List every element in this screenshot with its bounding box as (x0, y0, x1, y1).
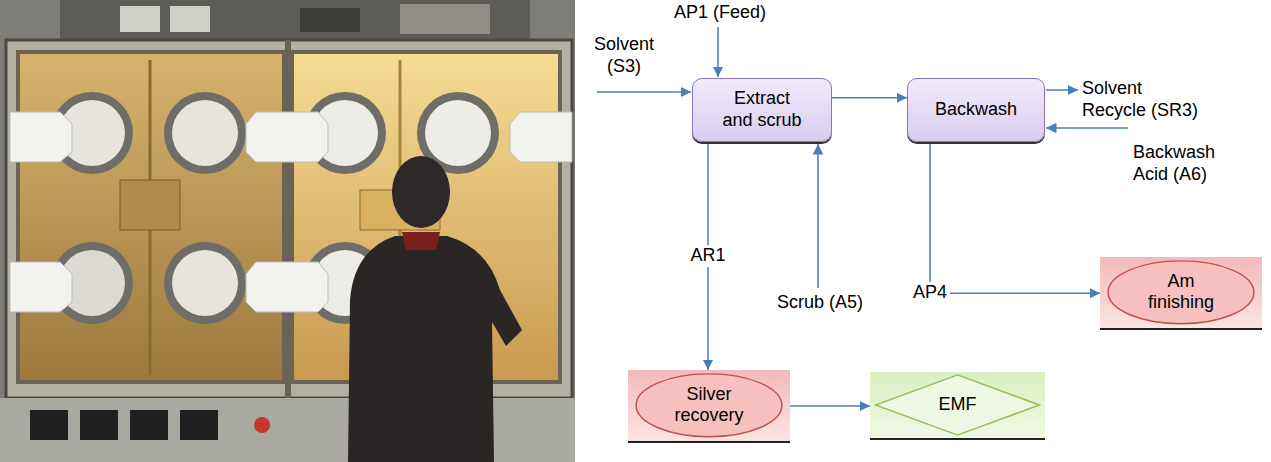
stream-label: Backwash Acid (A6) (1133, 142, 1225, 185)
node-label: Extract and scrub (720, 88, 805, 131)
port-cover (10, 112, 72, 162)
person-head (392, 156, 450, 228)
glove (425, 100, 491, 166)
process-ellipse: Silver recovery (628, 370, 790, 443)
port-cover (246, 262, 328, 312)
flow-arrow (930, 142, 1100, 293)
node-label: Am finishing (1141, 271, 1221, 314)
node-label: Silver recovery (664, 384, 754, 427)
ellipse-shape (636, 374, 782, 437)
stream-label: Solvent (S3) (588, 34, 660, 77)
ellipse-shape (1108, 261, 1254, 324)
feed-arrow (597, 91, 691, 93)
process-ellipse: Am finishing (1100, 257, 1262, 330)
meter (80, 410, 118, 440)
glovebox-photo (0, 0, 575, 462)
node-text: Silver recovery (664, 384, 754, 427)
node-label: EMF (939, 394, 977, 416)
stream-label: AR1 (687, 245, 728, 267)
ceiling-equipment (60, 0, 530, 40)
meter (170, 6, 210, 32)
process-box: Backwash (907, 78, 1045, 142)
equipment (120, 180, 180, 230)
lab-wall (0, 0, 575, 462)
glove (172, 100, 238, 166)
node-label: Backwash (935, 99, 1017, 121)
flow-arrow (832, 97, 907, 99)
person-body (348, 236, 522, 462)
frame-post (285, 40, 291, 398)
node-text: Extract and scrub (720, 88, 805, 131)
meter (120, 6, 160, 32)
feed-arrow (717, 27, 719, 77)
glove (172, 250, 238, 316)
node-text: Backwash (935, 99, 1017, 121)
meter (180, 410, 218, 440)
node-text: Am finishing (1141, 271, 1221, 314)
stream-label: Solvent Recycle (SR3) (1082, 78, 1206, 121)
decision-diamond: EMF (870, 372, 1045, 440)
glovebox-window (18, 52, 284, 382)
glove-port (164, 242, 246, 324)
port-cover (246, 112, 328, 162)
flow-arrow (790, 405, 870, 407)
control-unit (400, 4, 490, 34)
port-cover (10, 262, 72, 312)
feed-arrow (1046, 127, 1128, 129)
meter (30, 410, 68, 440)
diamond-shape (875, 375, 1039, 435)
node-text: EMF (939, 394, 977, 416)
stream-label: Scrub (A5) (770, 292, 870, 314)
process-box: Extract and scrub (692, 78, 832, 142)
feed-arrow (817, 144, 819, 288)
port-cover (510, 112, 572, 162)
stream-label: AP1 (Feed) (660, 2, 780, 24)
product-arrow (1046, 89, 1078, 91)
stream-label: AP4 (910, 283, 950, 305)
glove-port (164, 92, 246, 174)
meter (130, 410, 168, 440)
stop-button (254, 417, 270, 433)
person-scarf (402, 232, 440, 250)
control-unit (300, 8, 360, 32)
